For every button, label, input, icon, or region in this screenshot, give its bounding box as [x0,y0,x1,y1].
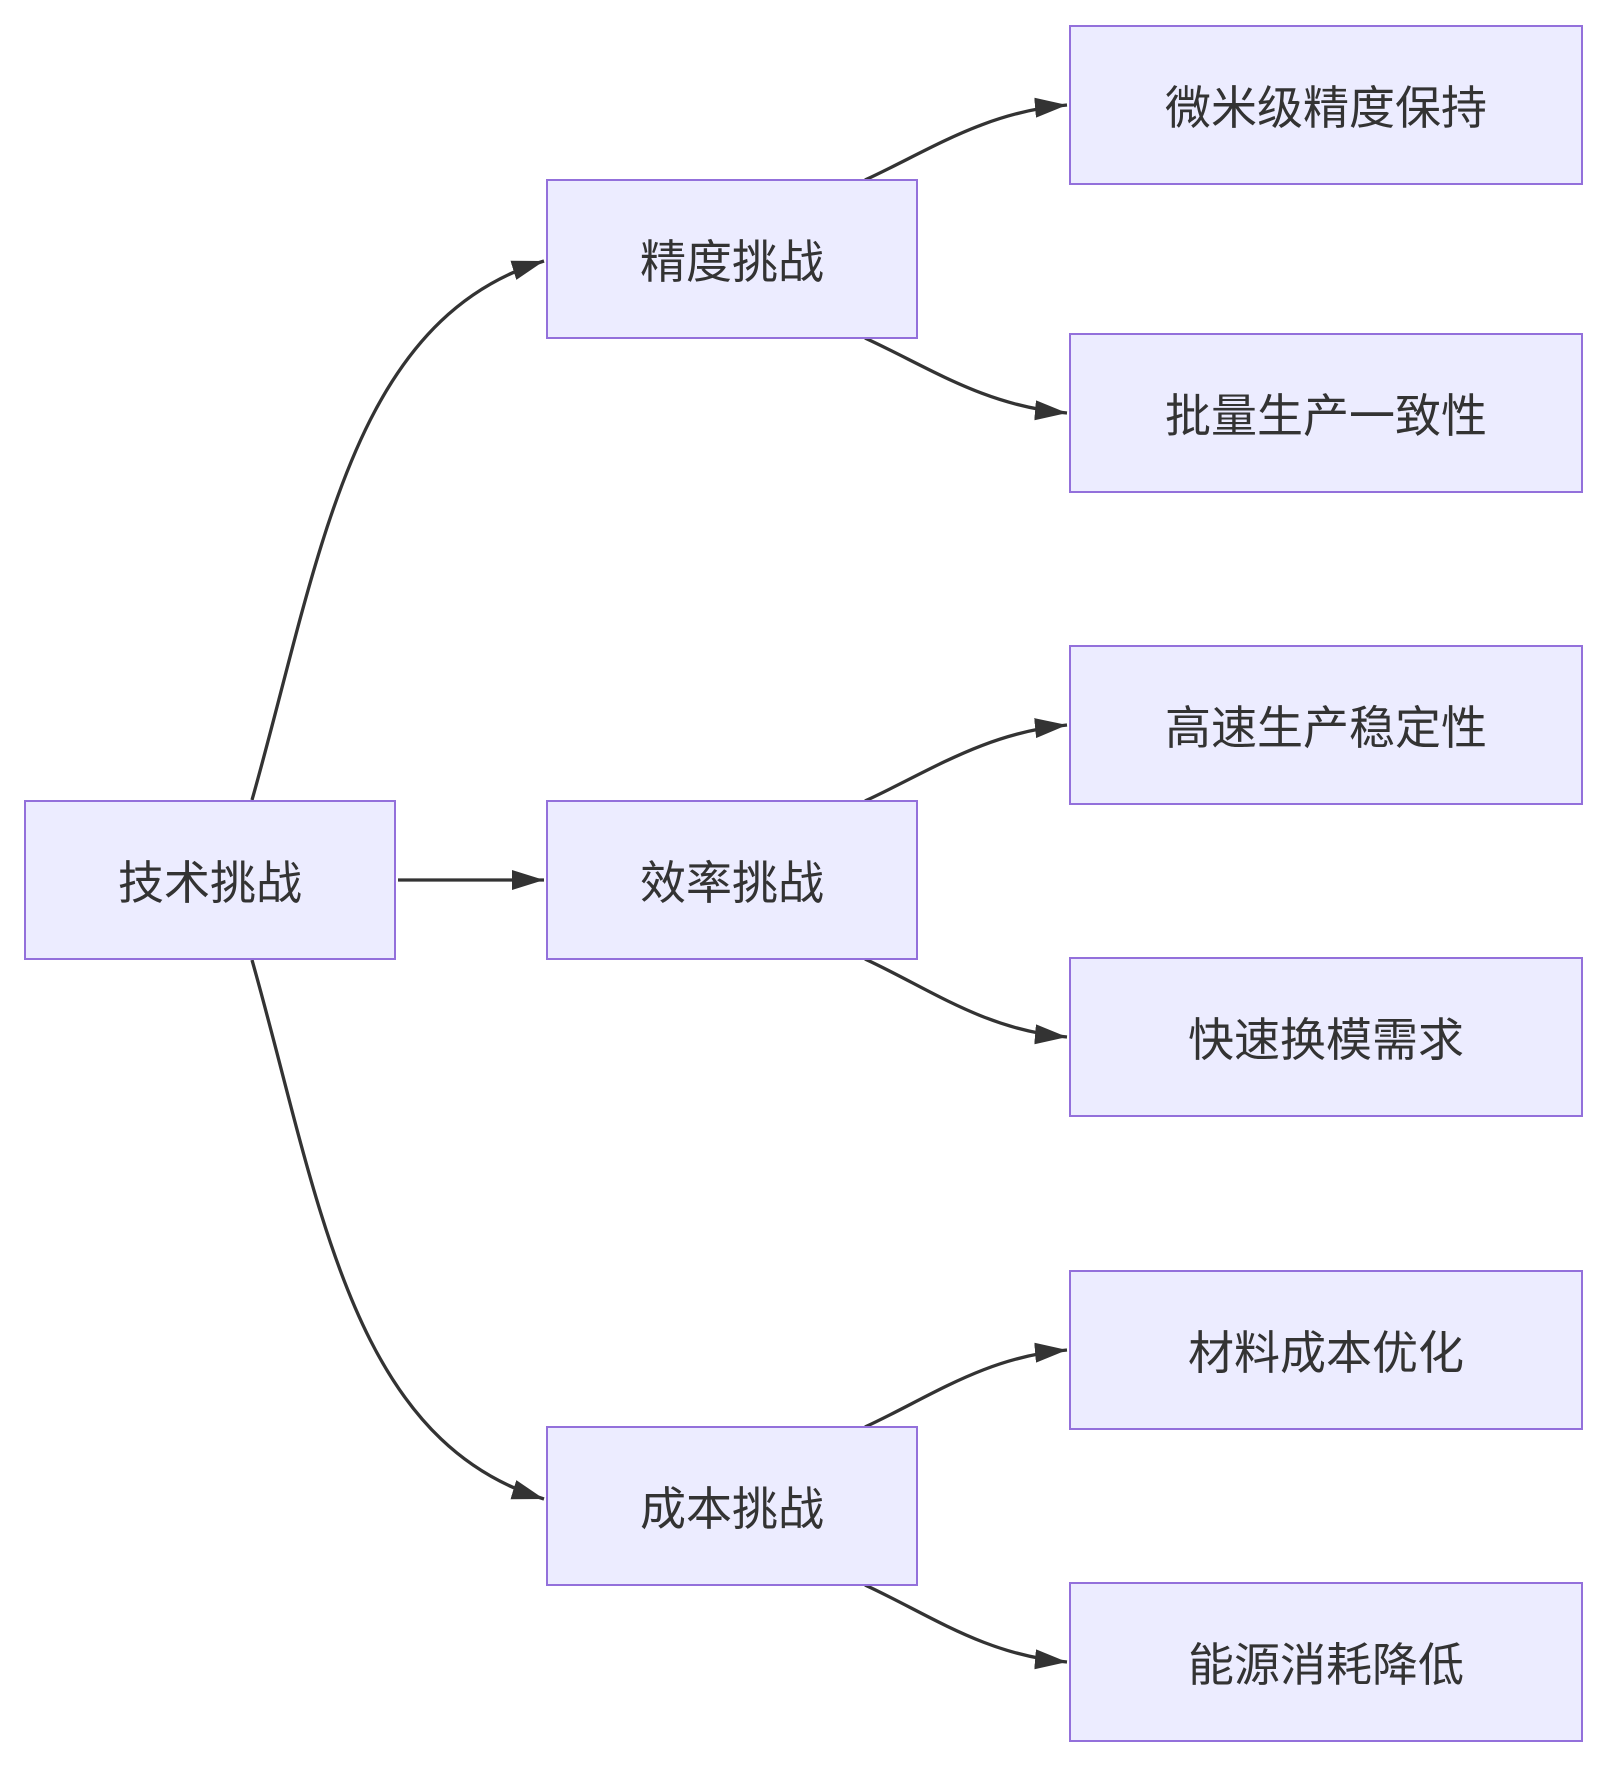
edge-cost-to-material [864,1342,1068,1429]
edge-cost-to-energy [864,1583,1068,1670]
node-efficiency-challenge: 效率挑战 [546,800,918,960]
node-technical-challenge: 技术挑战 [24,800,396,960]
edge-precision-to-micron [864,97,1068,182]
edge-efficiency-to-highspeed [864,718,1068,803]
edge-root-to-cost [250,959,545,1501]
node-precision-challenge: 精度挑战 [546,179,918,339]
edge-root-to-precision [250,259,545,801]
edge-efficiency-to-quickchange [864,957,1068,1045]
node-micron-precision: 微米级精度保持 [1069,25,1583,185]
node-material-cost-optimization: 材料成本优化 [1069,1270,1583,1430]
node-cost-challenge: 成本挑战 [546,1426,918,1586]
node-highspeed-stability: 高速生产稳定性 [1069,645,1583,805]
node-batch-consistency: 批量生产一致性 [1069,333,1583,493]
node-energy-consumption-reduction: 能源消耗降低 [1069,1582,1583,1742]
node-quick-mold-change: 快速换模需求 [1069,957,1583,1117]
edge-precision-to-batch [864,336,1068,421]
